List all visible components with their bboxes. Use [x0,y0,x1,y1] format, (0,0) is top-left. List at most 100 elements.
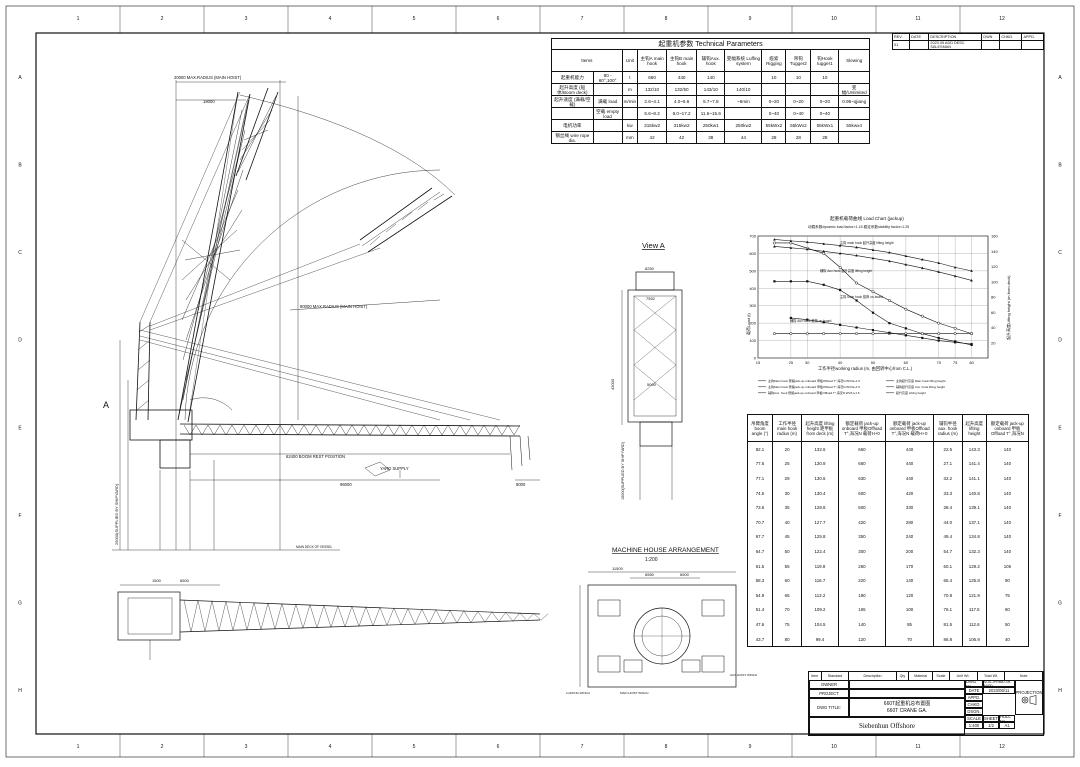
load-table-cell: 600 [837,485,887,501]
tech-cell: 42 [637,131,668,144]
load-table-cell: 50 [985,617,1030,632]
load-table-cell: 132.6 [801,441,839,457]
scale-label: SCALE [965,715,983,722]
chart-point [871,329,875,332]
grid-row-label: E [18,425,22,431]
chart-point [789,316,792,320]
chart-point [855,245,858,249]
load-table-cell: 99.4 [801,631,839,648]
grid-col-label: 3 [245,744,248,750]
tech-cell: 44 [724,131,763,144]
load-table-cell: 132.3 [961,544,987,559]
tech-cell: mm [621,131,639,144]
load-table-cell: 25 [771,456,803,472]
load-table-cell: 440 [885,441,934,457]
dsgn-label: DSGN. [965,708,983,715]
chart-point [789,241,793,245]
tech-cell: t [621,71,639,84]
swing-arc [184,169,441,421]
grid-col-label: 11 [915,16,920,22]
projection-icon [1021,695,1037,705]
load-table-cell: 44.0 [932,514,963,530]
load-table-cell: 70 [771,602,803,618]
chart-point [806,280,809,283]
chart-point [953,326,957,330]
mh-dim-2: 6550 [645,572,655,577]
load-chart-legend: 主钩Main hook 预留jack-up onboard 甲板Offload … [758,378,946,395]
grid-col-label: 6 [497,16,500,22]
load-table-cell: 125.8 [801,529,839,545]
tech-cell: 10 [810,71,840,84]
dim-8000-label: 8000 [516,482,526,487]
chart-point [773,238,776,241]
machine-house-scale: 1:200 [645,557,658,563]
grid-col-label: 8 [665,744,668,750]
chart-point [937,261,941,265]
grid-row-label: A [1058,75,1062,81]
chart-x-tick: 30 [805,360,810,365]
tech-cell: 250kw2 [724,119,763,132]
rev-cell [909,40,930,50]
tech-cell: 132/50 [666,83,698,96]
load-table-cell: 105 [985,558,1030,574]
chart-point [838,332,842,336]
tech-header-cell: Slewing [838,49,870,72]
view-a-title: View A [642,241,665,250]
hull-label: HULL No. [999,714,1015,724]
grid-col-label: 12 [999,16,1005,22]
plan-dim-1: 1500 [152,578,162,583]
rev-cell [1021,40,1044,50]
grid-col-label: 2 [161,16,164,22]
load-table-cell: 117.5 [961,602,987,618]
radius-arc [239,94,456,196]
chart-y-tick: 100 [749,338,756,343]
max-radius-top-label: 20000 MAX.RADIUS (MAIN HOIST) [174,75,242,80]
grid-row-label: C [1058,250,1062,256]
tech-cell [785,83,812,96]
load-table-cell: 121.9 [961,587,987,603]
chart-point [822,321,825,324]
load-table-cell: 100 [885,602,934,618]
legend-label: 主钩Main hook 预留jack-up onboard 甲板Offload … [768,384,860,389]
chart-point [871,248,875,251]
tech-cell: 315kw2 [666,119,698,132]
machine-house-drawing [579,571,737,688]
load-table-cell: 75 [985,587,1030,603]
chart-point [871,256,875,260]
load-chart-subtitle: 动载系数dynamic load factor=1.15 稳定系数stabili… [808,224,909,229]
load-table-cell: 170 [885,558,934,574]
load-table-header: 起升高度 lifting height [961,414,987,442]
load-table-cell: 67.7 [747,529,773,545]
project-label: PROJECT [809,689,849,698]
title-block-header-cell: Item [809,672,822,680]
tech-cell: 11.6~15.6 [696,107,726,120]
tech-cell [838,131,870,144]
boom-mid-position [359,187,453,253]
chart-point [920,332,924,336]
tech-cell: m [621,83,639,96]
load-table-cell: 75 [771,617,803,632]
chart-point [855,332,859,336]
chart-point [789,239,793,242]
grid-col-label: 8 [665,16,668,22]
load-table-cell: 55 [771,558,803,574]
load-table-cell: 139.1 [961,500,987,515]
load-chart-ylabel: 载荷Load (t) [745,313,751,335]
tech-cell: 0.95~qjiang [838,95,870,108]
chart-point [789,332,793,336]
grid-col-label: 5 [413,744,416,750]
size-value: A1 [999,722,1015,729]
load-table-header: 额定载荷 jack-up onboard 甲板Offload T°,海况N 载荷… [837,414,887,442]
load-table-header: 工作半径 main hook radius (m) [771,414,803,442]
appd-label: APPD. [965,694,983,701]
chart-y2-tick: 20 [991,340,996,345]
chart-point [970,279,973,282]
title-block-header-cell: Scale [933,672,950,680]
chart-point [970,332,974,336]
chart-x-tick: 50 [871,360,876,365]
